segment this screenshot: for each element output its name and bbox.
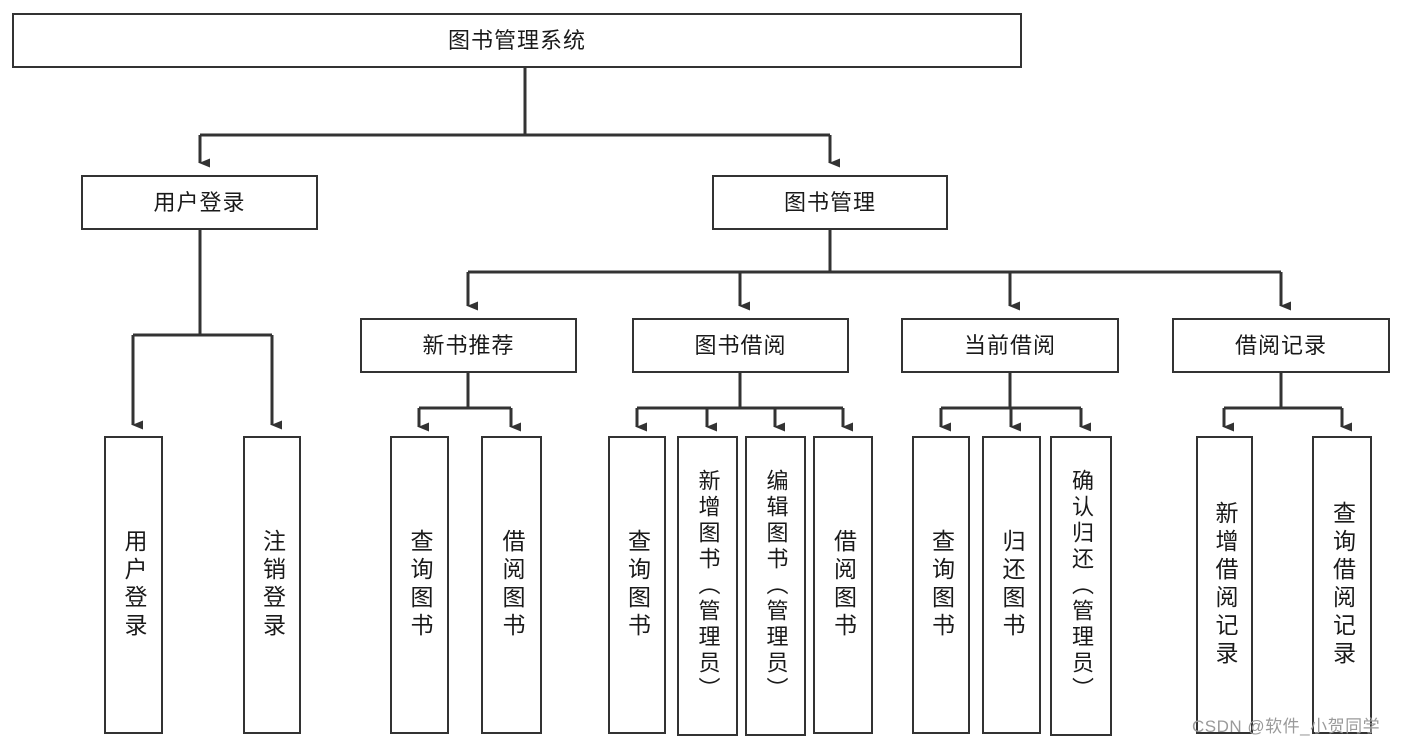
- leaf-borrow-borrow-book[interactable]: 借阅图书: [813, 436, 873, 734]
- leaf-label: 借阅图书: [499, 529, 525, 641]
- leaf-record-query[interactable]: 查询借阅记录: [1312, 436, 1372, 734]
- leaf-user-login-logout[interactable]: 注销登录: [243, 436, 301, 734]
- node-root-label: 图书管理系统: [447, 27, 586, 53]
- leaf-label: 查询图书: [407, 529, 433, 641]
- leaf-borrow-add-book-admin[interactable]: 新增图书（管理员）: [677, 436, 738, 736]
- leaf-new-book-borrow[interactable]: 借阅图书: [481, 436, 542, 734]
- leaf-label: 查询借阅记录: [1329, 501, 1356, 669]
- node-book-borrow[interactable]: 图书借阅: [632, 318, 849, 373]
- leaf-label: 注销登录: [259, 529, 286, 641]
- leaf-label: 编辑图书（管理员）: [763, 469, 789, 703]
- leaf-borrow-query-book[interactable]: 查询图书: [608, 436, 666, 734]
- leaf-current-return-book[interactable]: 归还图书: [982, 436, 1041, 734]
- node-user-login-label: 用户登录: [153, 189, 246, 215]
- node-book-borrow-label: 图书借阅: [694, 332, 787, 358]
- node-borrow-record-label: 借阅记录: [1234, 332, 1327, 358]
- node-borrow-record[interactable]: 借阅记录: [1172, 318, 1390, 373]
- node-new-book-recommend-label: 新书推荐: [422, 332, 515, 358]
- leaf-user-login-login[interactable]: 用户登录: [104, 436, 163, 734]
- node-user-login[interactable]: 用户登录: [81, 175, 318, 230]
- leaf-label: 查询图书: [624, 529, 651, 641]
- node-current-borrow[interactable]: 当前借阅: [901, 318, 1119, 373]
- leaf-label: 新增图书（管理员）: [695, 469, 721, 703]
- leaf-borrow-edit-book-admin[interactable]: 编辑图书（管理员）: [745, 436, 806, 736]
- leaf-new-book-query[interactable]: 查询图书: [390, 436, 449, 734]
- leaf-current-confirm-return-admin[interactable]: 确认归还（管理员）: [1050, 436, 1112, 736]
- node-root[interactable]: 图书管理系统: [12, 13, 1022, 68]
- leaf-label: 借阅图书: [830, 529, 857, 641]
- leaf-current-query-book[interactable]: 查询图书: [912, 436, 970, 734]
- leaf-label: 确认归还（管理员）: [1069, 469, 1094, 703]
- leaf-label: 归还图书: [999, 529, 1025, 641]
- node-book-management[interactable]: 图书管理: [712, 175, 948, 230]
- leaf-label: 新增借阅记录: [1212, 501, 1238, 669]
- leaf-label: 用户登录: [121, 529, 147, 641]
- node-book-management-label: 图书管理: [783, 189, 876, 215]
- watermark: CSDN @软件_小贺同学: [1192, 717, 1381, 736]
- leaf-label: 查询图书: [928, 529, 955, 641]
- node-new-book-recommend[interactable]: 新书推荐: [360, 318, 577, 373]
- node-current-borrow-label: 当前借阅: [963, 332, 1056, 358]
- leaf-record-add[interactable]: 新增借阅记录: [1196, 436, 1253, 734]
